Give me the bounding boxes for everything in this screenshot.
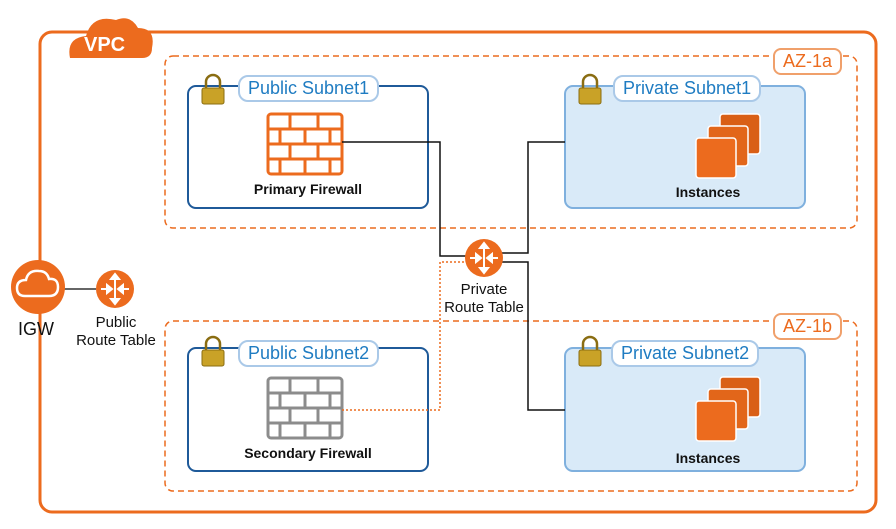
az-1b-label: AZ-1b	[773, 313, 843, 340]
public-route-table-line2: Route Table	[76, 332, 156, 349]
igw-label: IGW	[18, 319, 54, 339]
private-subnet1-title: Private Subnet1	[613, 75, 762, 102]
private-subnet2-title: Private Subnet2	[611, 340, 760, 367]
private-route-table-line2: Route Table	[444, 299, 524, 316]
private-route-table-label: Private Route Table	[434, 281, 534, 317]
instances-icon	[695, 113, 761, 179]
private-route-table-icon	[465, 239, 503, 277]
vpc-cloud-icon	[69, 18, 153, 58]
lock-icon	[578, 73, 602, 105]
lock-icon	[201, 335, 225, 367]
private-route-table-line1: Private	[460, 281, 508, 298]
igw-cloud-icon	[11, 260, 65, 314]
instances-icon	[695, 376, 761, 442]
public-route-table-line1: Public	[95, 314, 137, 331]
secondary-firewall-icon	[266, 376, 344, 440]
private-subnet1-link	[502, 141, 565, 254]
instances-label: Instances	[675, 184, 741, 200]
public-route-table-icon	[96, 270, 134, 308]
az-1a-region	[164, 55, 858, 229]
az-1a-label: AZ-1a	[773, 48, 843, 75]
primary-firewall-link	[342, 141, 467, 257]
lock-icon	[578, 335, 602, 367]
vpc-label: VPC	[84, 34, 126, 56]
secondary-firewall-label: Secondary Firewall	[244, 445, 372, 461]
instances-label: Instances	[675, 450, 741, 466]
primary-firewall-icon	[266, 112, 344, 176]
primary-firewall-label: Primary Firewall	[253, 181, 363, 197]
public-route-table-label: Public Route Table	[66, 314, 166, 350]
secondary-firewall-link	[342, 261, 467, 411]
lock-icon	[201, 73, 225, 105]
public-subnet1-title: Public Subnet1	[238, 75, 380, 102]
public-subnet2-title: Public Subnet2	[238, 340, 380, 367]
az-1b-region	[164, 320, 858, 492]
private-subnet2-link	[502, 261, 565, 411]
